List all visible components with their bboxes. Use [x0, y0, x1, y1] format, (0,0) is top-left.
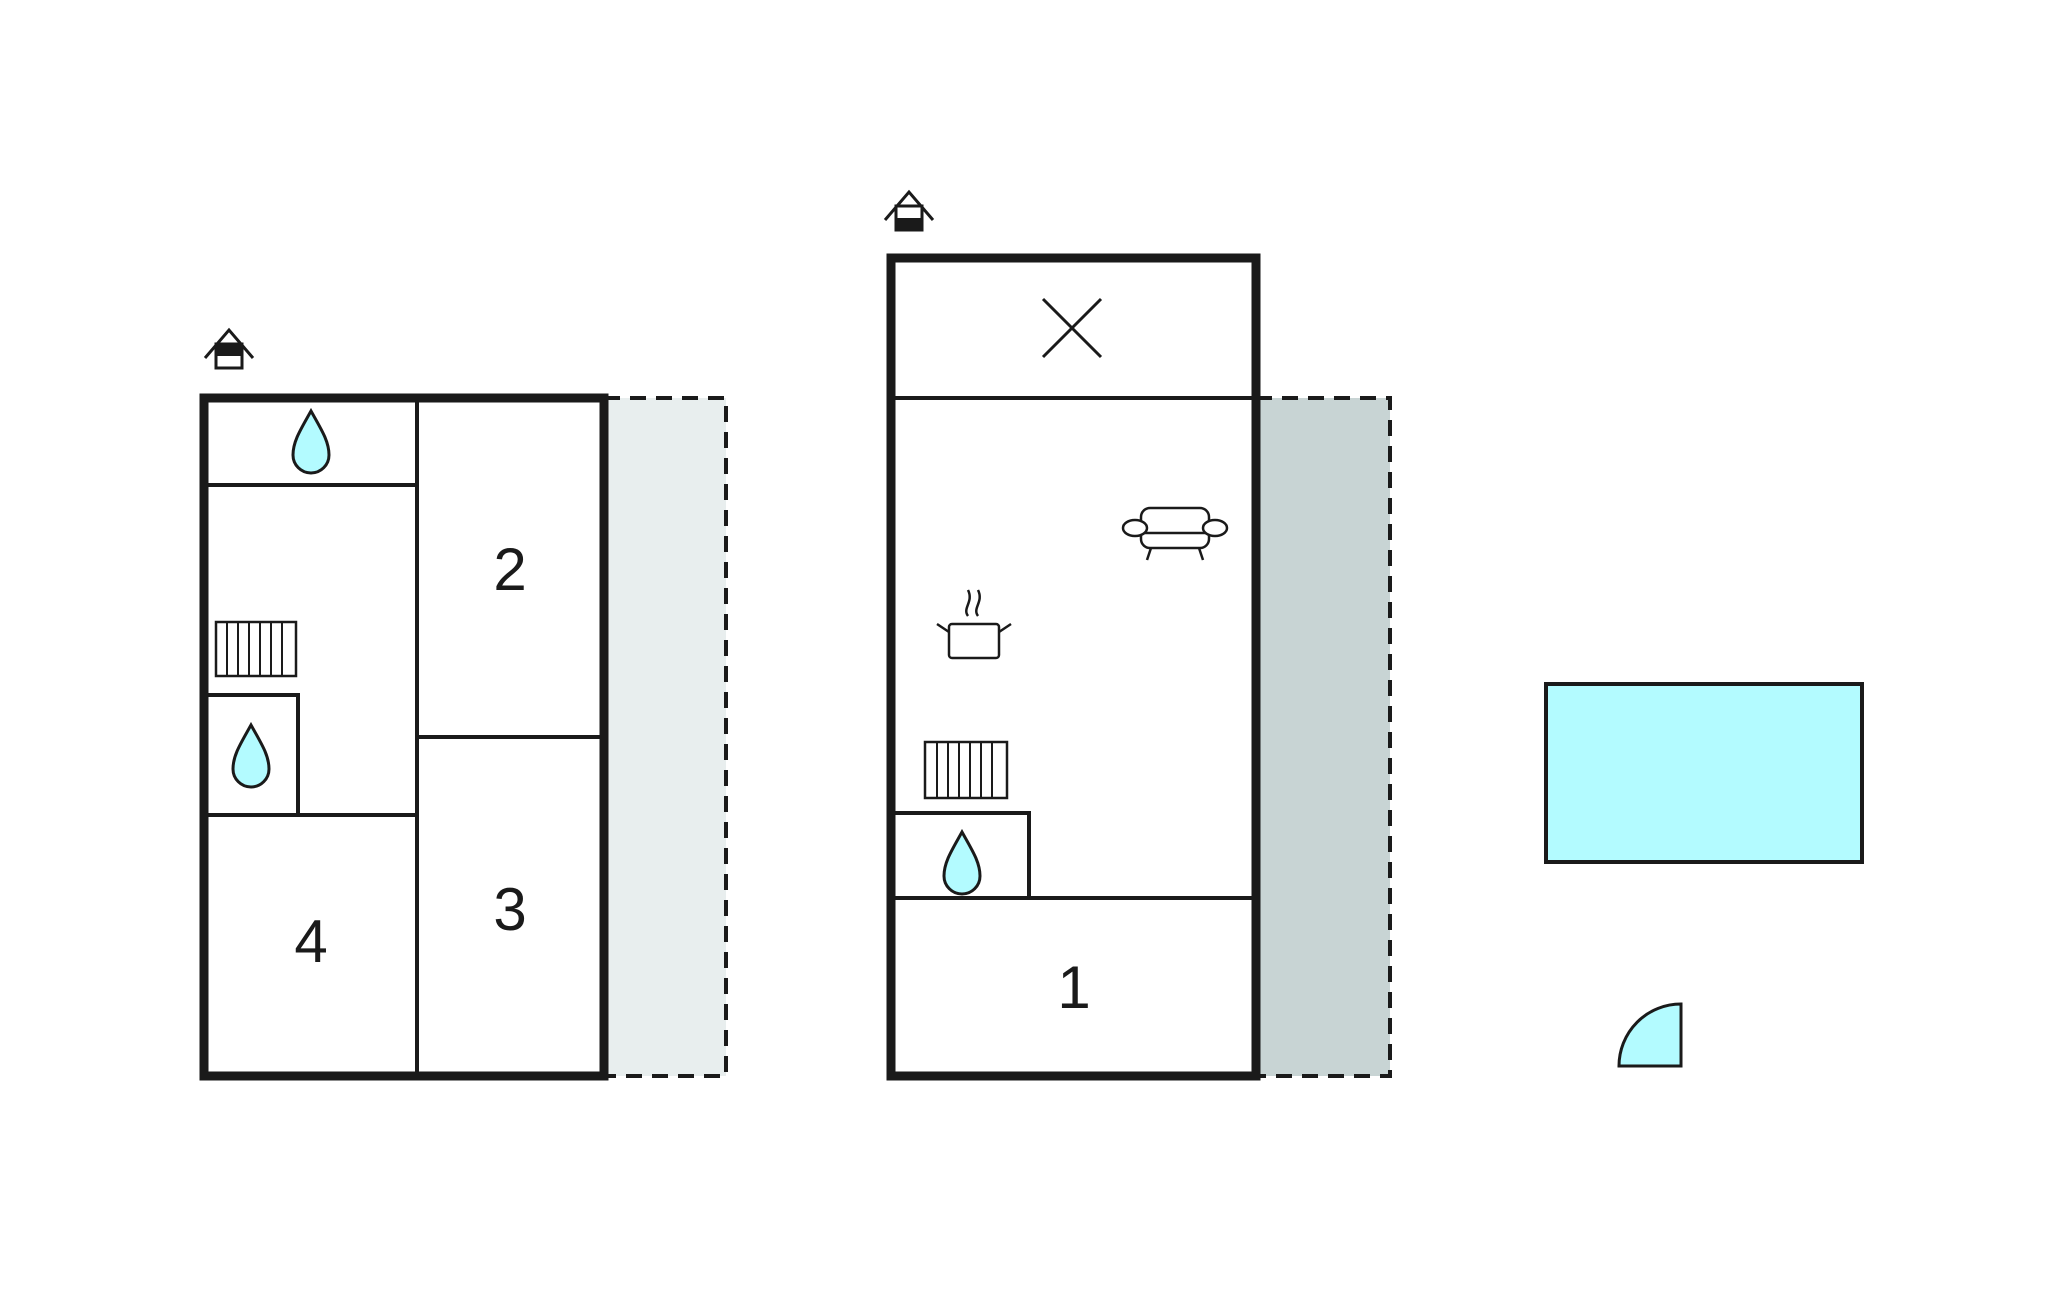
- room-number-1: 1: [1057, 954, 1090, 1021]
- room-number-3: 3: [493, 876, 526, 943]
- garden-icon: [1617, 1002, 1683, 1068]
- radiator-icon: [214, 620, 298, 678]
- terrace-upper: [602, 396, 728, 1078]
- bathroom-icon: [291, 407, 331, 475]
- outdoor-area: [1544, 682, 1864, 1068]
- pool-icon: [1544, 682, 1864, 864]
- outer-wall-ground: [886, 253, 1261, 1081]
- ground-floor-plan: 1: [883, 189, 1392, 1081]
- terrace-ground: [1254, 396, 1392, 1078]
- sofa-icon: [1121, 506, 1229, 561]
- room-number-2: 2: [493, 536, 526, 603]
- upper-floor-plan: 2 3 4: [199, 327, 728, 1081]
- room-number-4: 4: [294, 908, 327, 975]
- entrance-icon: [1041, 297, 1103, 359]
- stairs-icon: [883, 189, 935, 232]
- radiator-icon: [923, 740, 1009, 800]
- bathroom-icon: [942, 828, 982, 896]
- kitchen-icon: [936, 589, 1012, 660]
- interior-wall: [891, 811, 1031, 898]
- interior-wall: [204, 693, 300, 815]
- bathroom-icon: [231, 721, 271, 789]
- stairs-icon: [203, 327, 255, 370]
